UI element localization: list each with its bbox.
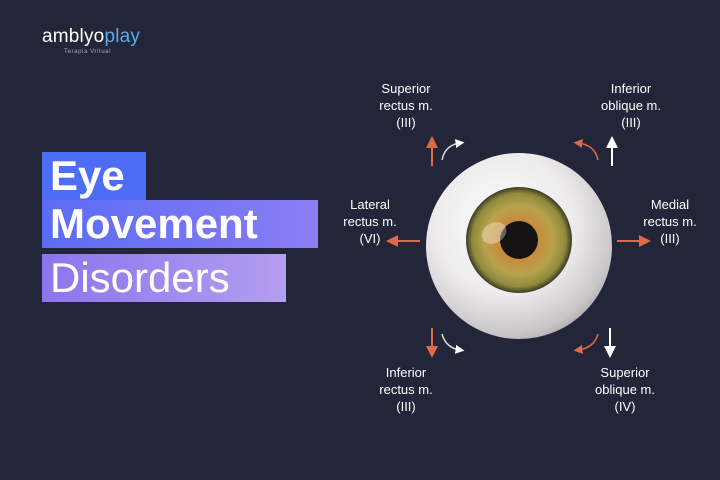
label-inferior-oblique: Inferior oblique m. (III) [581,80,681,131]
label-lateral-rectus-line3: (VI) [359,231,381,246]
label-superior-oblique-line1: Superior [600,365,650,380]
label-medial-rectus-line2: rectus m. [643,214,697,229]
title-line-1: Eye [42,152,146,200]
label-superior-oblique: Superior oblique m. (IV) [575,364,675,415]
pupil [500,221,538,259]
inferior-oblique-rotation-arrow [573,139,599,161]
label-superior-oblique-line2: oblique m. [595,382,655,397]
brand-tagline: Terapia Vritual [64,49,112,55]
title-line-3: Disorders [42,254,286,302]
label-superior-rectus-line2: rectus m. [379,98,433,113]
brand-name: amblyoplay [42,26,140,48]
brand-name-part2: play [104,26,141,47]
brand-logo: amblyoplay Terapia Vritual [42,26,140,55]
label-inferior-rectus-line3: (III) [396,399,416,414]
label-medial-rectus-line3: (III) [660,231,680,246]
label-inferior-oblique-line1: Inferior [610,81,652,96]
label-medial-rectus: Medial rectus m. (III) [620,196,720,247]
label-lateral-rectus-line2: rectus m. [343,214,397,229]
label-inferior-oblique-line3: (III) [621,115,641,130]
label-inferior-rectus: Inferior rectus m. (III) [356,364,456,415]
label-superior-rectus-line3: (III) [396,115,416,130]
label-lateral-rectus-line1: Lateral [350,197,390,212]
label-superior-oblique-line3: (IV) [614,399,636,414]
brand-name-part1: amblyo [42,26,105,47]
label-inferior-rectus-line1: Inferior [385,365,427,380]
superior-rectus-rotation-arrow [441,139,465,161]
label-medial-rectus-line1: Medial [650,197,690,212]
inferior-rectus-rotation-arrow [441,333,465,354]
label-lateral-rectus: Lateral rectus m. (VI) [320,196,420,247]
label-superior-rectus: Superior rectus m. (III) [356,80,456,131]
eye-highlight [481,222,507,244]
label-inferior-rectus-line2: rectus m. [379,382,433,397]
superior-oblique-rotation-arrow [573,333,599,354]
title-line-2: Movement [42,200,318,248]
label-superior-rectus-line1: Superior [381,81,431,96]
label-inferior-oblique-line2: oblique m. [601,98,661,113]
